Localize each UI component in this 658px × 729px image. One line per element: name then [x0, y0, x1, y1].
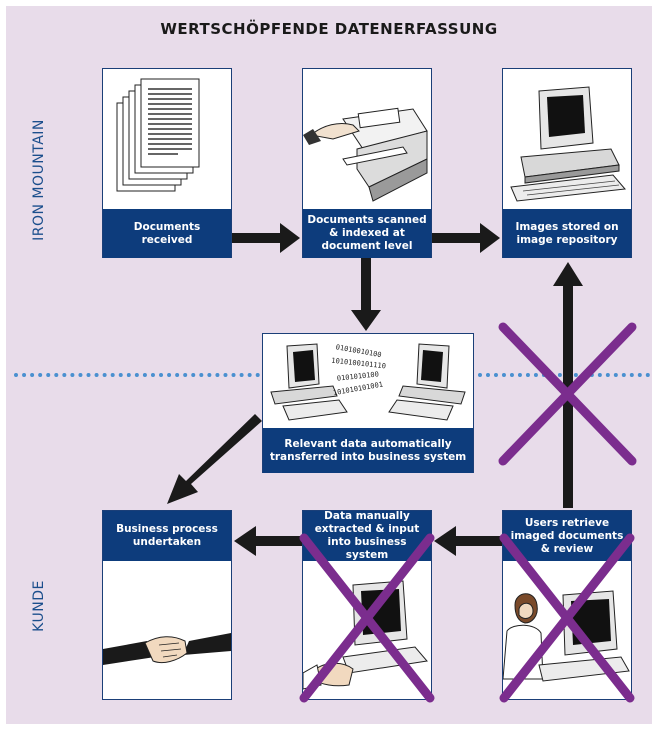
card-data-transferred: 01010010100 1010100101110 0101010100 101… — [262, 333, 474, 473]
arrow-retrieve-to-manual — [434, 526, 502, 556]
arrow-scanned-to-transferred — [351, 258, 381, 331]
arrow-retrieve-to-stored — [553, 262, 583, 508]
cross-icon-data-manual — [299, 533, 435, 703]
card-business-process: Business process undertaken — [102, 510, 232, 700]
cross-icon-retrieve-to-stored — [498, 322, 637, 466]
divider-left — [14, 373, 260, 377]
card-documents-scanned: Documents scanned & indexed at document … — [302, 68, 432, 258]
caption-data-manual: Data manually extracted & input into bus… — [303, 510, 431, 561]
card-documents-received: Documents received — [102, 68, 232, 258]
scanner-icon — [303, 107, 428, 202]
caption-documents-received: Documents received — [103, 209, 231, 258]
arrow-received-to-scanned — [232, 223, 300, 253]
caption-business-process: Business process undertaken — [103, 511, 231, 561]
cross-icon-users-retrieve — [499, 533, 635, 703]
paper-stack-icon — [116, 78, 200, 192]
arrow-scanned-to-stored — [432, 223, 500, 253]
handshake-icon — [103, 633, 231, 665]
caption-images-stored: Images stored on image repository — [503, 209, 631, 258]
diagram-title: WERTSCHÖPFENDE DATENERFASSUNG — [160, 20, 498, 38]
arrow-manual-to-business — [234, 526, 302, 556]
arrow-transferred-to-business — [167, 414, 262, 504]
caption-users-retrieve: Users retrieve imaged documents & review — [503, 511, 631, 561]
computer-icon — [510, 86, 626, 202]
card-images-stored: Images stored on image repository — [502, 68, 632, 258]
data-transfer-icon: 01010010100 1010100101110 0101010100 101… — [270, 343, 466, 421]
caption-data-transferred: Relevant data automatically transferred … — [263, 428, 473, 473]
caption-documents-scanned: Documents scanned & indexed at document … — [303, 209, 431, 258]
